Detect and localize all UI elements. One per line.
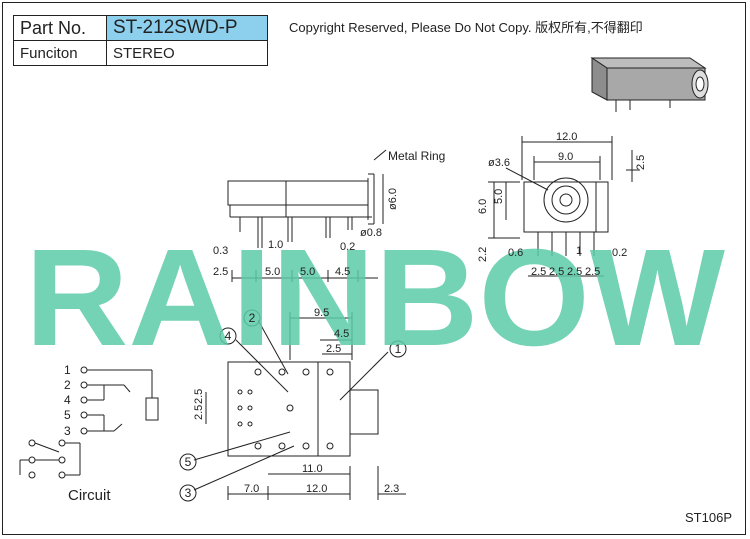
callout-2-circle (243, 309, 261, 327)
front-dim-p25d: 2.5 (585, 266, 600, 278)
top-dim-23: 2.3 (384, 483, 399, 495)
model-code: ST106P (685, 510, 732, 525)
callout-1-text: 1 (395, 342, 402, 356)
front-dim-02: 0.2 (612, 247, 627, 259)
circuit-schematic (19, 366, 159, 479)
front-view (488, 136, 640, 277)
callout-1-circle (389, 340, 407, 358)
front-dim-12: 12.0 (556, 131, 577, 143)
side-dim-03: 0.3 (213, 245, 228, 257)
front-dim-22: 2.2 (477, 247, 489, 262)
pin-label-5: 5 (64, 408, 71, 422)
function-label: Funciton (13, 40, 107, 66)
front-dim-25: 2.5 (635, 155, 647, 170)
front-dim-p25c: 2.5 (567, 266, 582, 278)
rainbow-watermark: RAINBOW (25, 221, 726, 375)
pin-label-4: 4 (64, 393, 71, 407)
side-dim-02: 0.2 (340, 241, 355, 253)
callout-2-text: 2 (249, 311, 256, 325)
side-dim-50a: 5.0 (265, 266, 280, 278)
jack-thumbnail (590, 57, 709, 112)
side-view (227, 149, 387, 282)
side-dim-50b: 5.0 (300, 266, 315, 278)
callout-3-circle (179, 484, 197, 502)
front-dim-90: 9.0 (558, 151, 573, 163)
top-dim-25: 2.5 (326, 343, 341, 355)
function-row: Funciton STEREO (13, 40, 268, 66)
callout-4-text: 4 (225, 329, 232, 343)
side-dim-25: 2.5 (213, 266, 228, 278)
top-dim-v25: 2.5 (193, 405, 205, 420)
copyright-notice: Copyright Reserved, Please Do Not Copy. … (289, 20, 643, 35)
pin-label-3: 3 (64, 424, 71, 438)
pin-label-1: 1 (64, 363, 71, 377)
front-dim-50: 5.0 (493, 189, 505, 204)
callout-3-text: 3 (185, 486, 192, 500)
callout-4-circle (219, 327, 237, 345)
top-view (193, 312, 406, 500)
front-dim-36: ø3.6 (488, 157, 510, 169)
front-dim-p25b: 2.5 (549, 266, 564, 278)
top-dim-95: 9.5 (314, 307, 329, 319)
side-dim-10: 1.0 (268, 239, 283, 251)
top-dim-70: 7.0 (244, 483, 259, 495)
callout-5-circle (179, 453, 197, 471)
front-dim-06: 0.6 (508, 247, 523, 259)
title-block: Part No. ST-212SWD-P Funciton STEREO (13, 15, 268, 66)
pin-label-2: 2 (64, 378, 71, 392)
side-dim-60: ø6.0 (387, 188, 399, 210)
front-dim-p25a: 2.5 (531, 266, 546, 278)
side-dim-08: ø0.8 (360, 227, 382, 239)
top-dim-45: 4.5 (334, 328, 349, 340)
callout-5-text: 5 (185, 455, 192, 469)
front-dim-1: 1 (576, 245, 582, 257)
top-dim-110: 11.0 (302, 463, 323, 475)
top-dim-120: 12.0 (306, 483, 327, 495)
metal-ring-label: Metal Ring (388, 149, 445, 163)
top-dim-v25b: 2.5 (193, 389, 205, 404)
function-value: STEREO (106, 40, 268, 66)
circuit-label: Circuit (68, 487, 111, 504)
side-dim-45: 4.5 (335, 266, 350, 278)
front-dim-60: 6.0 (477, 199, 489, 214)
